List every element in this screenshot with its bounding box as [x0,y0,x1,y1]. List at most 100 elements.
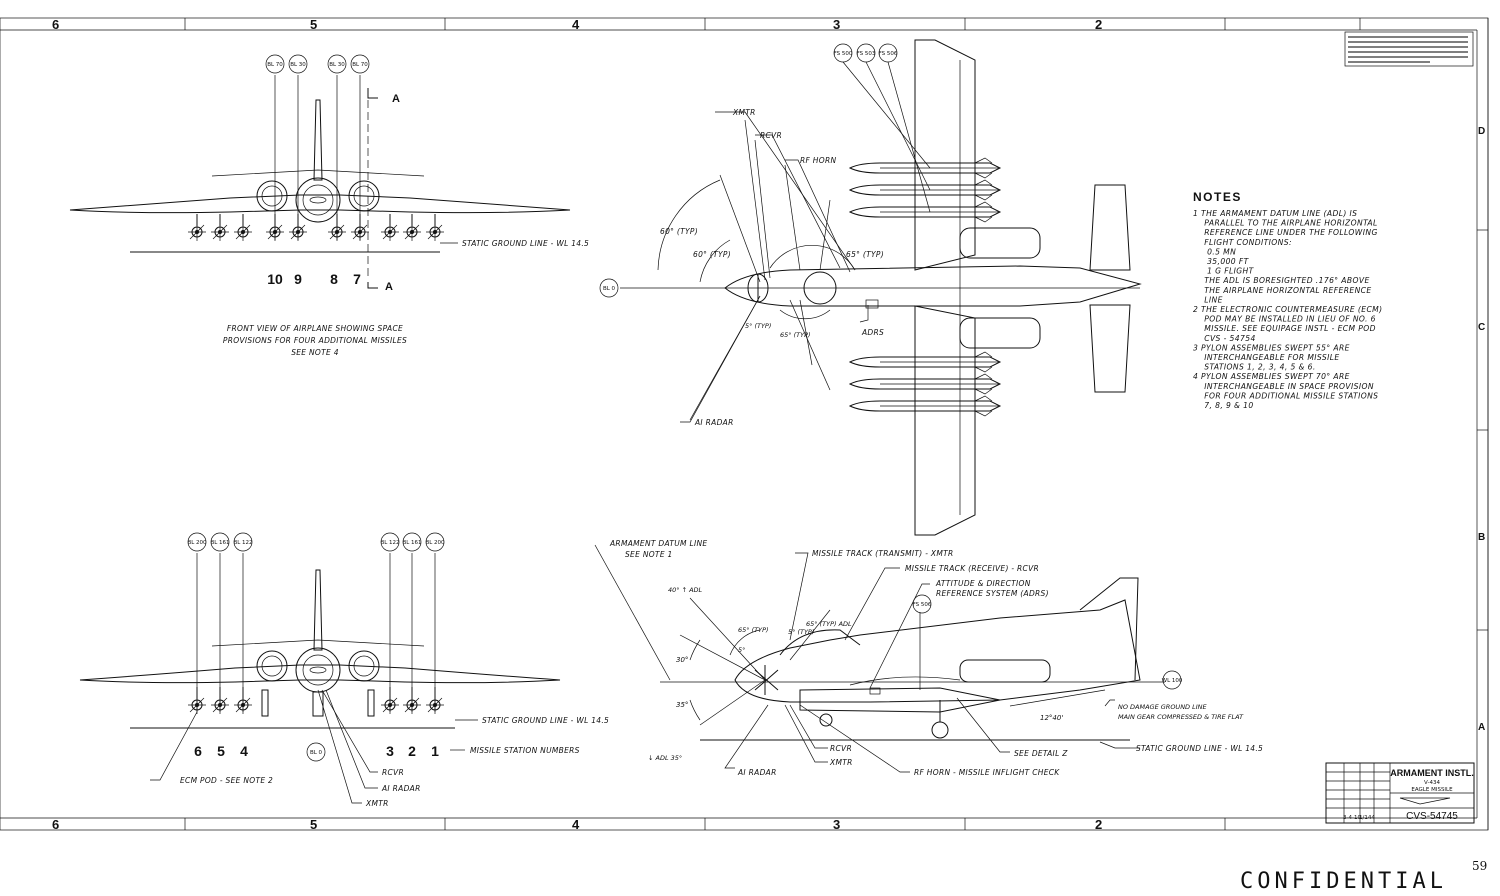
note-line: MISSILE. SEE EQUIPAGE INSTL - ECM POD [1193,324,1376,333]
note-line: 1 THE ARMAMENT DATUM LINE (ADL) IS [1193,209,1357,218]
front-view-bottom [79,553,561,804]
missile-pylon-front [211,214,229,241]
missile-pylon-front [426,214,444,241]
missile-track-rcvr-label: MISSILE TRACK (RECEIVE) - RCVR [905,564,1039,573]
missile-plan [848,351,1002,373]
zone-right-b: B [1478,532,1485,543]
front-top-bubble-2: BL 30 [290,62,306,68]
station-number-7: 7 [353,271,361,287]
front-bottom-bubble-bl161-left: BL 161 [210,540,229,546]
side-view [594,544,1165,773]
zone-top-6: 6 [52,17,59,32]
front-view-caption-line2: PROVISIONS FOR FOUR ADDITIONAL MISSILES [223,336,407,345]
notes-title: NOTES [1193,190,1242,204]
missile-station-numbers-label: MISSILE STATION NUMBERS [470,746,580,755]
note-line: 3 PYLON ASSEMBLIES SWEPT 55° ARE [1193,343,1350,352]
zone-top-5: 5 [310,17,317,32]
note-line: INTERCHANGEABLE FOR MISSILE [1193,353,1340,362]
note-line: FOR FOUR ADDITIONAL MISSILE STATIONS [1193,391,1378,400]
zone-bottom-4: 4 [572,817,580,832]
missile-pylon-front [381,214,399,241]
front-bottom-bubble-bl122-left: BL 122 [233,540,252,546]
front-view-caption-line1: FRONT VIEW OF AIRPLANE SHOWING SPACE [227,324,403,333]
zone-top-4: 4 [572,17,580,32]
plan-view [620,39,1142,536]
front-bottom-ground-line-label: STATIC GROUND LINE - WL 14.5 [482,716,609,725]
adrs-label-line2: REFERENCE SYSTEM (ADRS) [936,589,1049,598]
no-damage-line2: MAIN GEAR COMPRESSED & TIRE FLAT [1118,713,1244,721]
front-view-top [69,75,571,289]
note-line: THE AIRPLANE HORIZONTAL REFERENCE [1193,286,1372,295]
front-top-bubbles [265,54,370,74]
title-block-model: V-434 [1424,780,1440,786]
section-mark-a-top: A [392,93,400,105]
front-top-bubble-3: BL 30 [329,62,345,68]
front-bottom-bubble-bl161-right: BL 161 [402,540,421,546]
station-number-5: 5 [217,743,225,759]
side-angle-65b: 65° (TYP) ADL [806,620,852,628]
side-ground-line-label: STATIC GROUND LINE - WL 14.5 [1136,744,1263,753]
front-view-caption-line3: SEE NOTE 4 [291,348,339,357]
missile-plan [848,179,1002,201]
front-bottom-bubble-bl0: BL 0 [310,750,323,756]
missile-pylon-front [403,214,421,241]
plan-xmtr-label: XMTR [732,108,756,117]
zone-right-c: C [1478,322,1485,333]
missile-track-xmtr-label: MISSILE TRACK (TRANSMIT) - XMTR [812,549,954,558]
front-top-bubble-1: BL 70 [267,62,283,68]
side-angle-1240: 12°40' [1040,714,1063,722]
side-bubble-wl100: WL 100 [1162,678,1183,684]
note-line: 4 PYLON ASSEMBLIES SWEPT 70° ARE [1193,372,1350,381]
plan-angle-5: 5° (TYP) [745,322,771,330]
side-angle-65a: 65° (TYP) [738,626,769,634]
ecm-pod-label: ECM POD - SEE NOTE 2 [180,776,273,785]
side-rcvr-label: RCVR [830,744,852,753]
revision-stamp [1344,31,1474,67]
front-bottom-bubble-bl200-left: BL 200 [187,540,207,546]
side-ai-radar-label: AI RADAR [737,768,777,777]
no-damage-line1: NO DAMAGE GROUND LINE [1118,703,1208,711]
side-angle-30: 30° [676,656,688,664]
side-angle-5a: 5° (TYP) [788,628,814,636]
zone-bottom-5: 5 [310,817,317,832]
front-ai-radar-label: AI RADAR [381,784,421,793]
page-number: 59 [1472,859,1487,873]
adl-label-line1: ARMAMENT DATUM LINE [609,539,707,548]
missile-pylon-front [188,214,206,241]
title-block-drawing-no: CVS-54745 [1406,811,1458,822]
missile-plan [848,395,1002,417]
plan-bubble-fs506: FS 506 [879,51,898,57]
classification-marking: CONFIDENTIAL [1240,869,1447,894]
adl-label-line2: SEE NOTE 1 [625,550,673,559]
missile-plan [848,373,1002,395]
station-number-2: 2 [408,743,416,759]
plan-bubble-bl0: BL 0 [603,286,616,292]
station-number-10: 10 [267,271,283,287]
plan-ai-radar-label: AI RADAR [694,418,734,427]
side-bubble-fs506: FS 506 [913,602,932,608]
side-angle-40: 40° ↑ ADL [668,586,703,594]
plan-angle-60-inner: 60° (TYP) [693,250,731,259]
front-top-bubble-4: BL 70 [352,62,368,68]
plan-rcvr-label: RCVR [760,131,782,140]
plan-angle-65-top: 65° (TYP) [846,250,884,259]
station-number-6: 6 [194,743,202,759]
note-line: PARALLEL TO THE AIRPLANE HORIZONTAL [1193,219,1378,228]
front-bottom-bubbles [187,532,445,762]
station-number-1: 1 [431,743,439,759]
missile-plan [848,201,1002,223]
note-line: FLIGHT CONDITIONS: [1193,238,1292,247]
note-line: POD MAY BE INSTALLED IN LIEU OF NO. 6 [1193,315,1376,324]
zone-right-d: D [1478,126,1485,137]
zone-top-3: 3 [833,17,840,32]
note-line: 7, 8, 9 & 10 [1193,401,1254,410]
plan-angle-60-outer: 60° (TYP) [660,227,698,236]
front-xmtr-label: XMTR [365,799,389,808]
adrs-label-line1: ATTITUDE & DIRECTION [935,579,1031,588]
zone-bottom-6: 6 [52,817,59,832]
note-line: 35,000 FT [1193,257,1250,266]
zone-bottom-3: 3 [833,817,840,832]
plan-bubble-fs503: FS 503 [857,51,876,57]
plan-adrs-label: ADRS [861,328,884,337]
title-block-subtitle: EAGLE MISSILE [1411,787,1453,793]
